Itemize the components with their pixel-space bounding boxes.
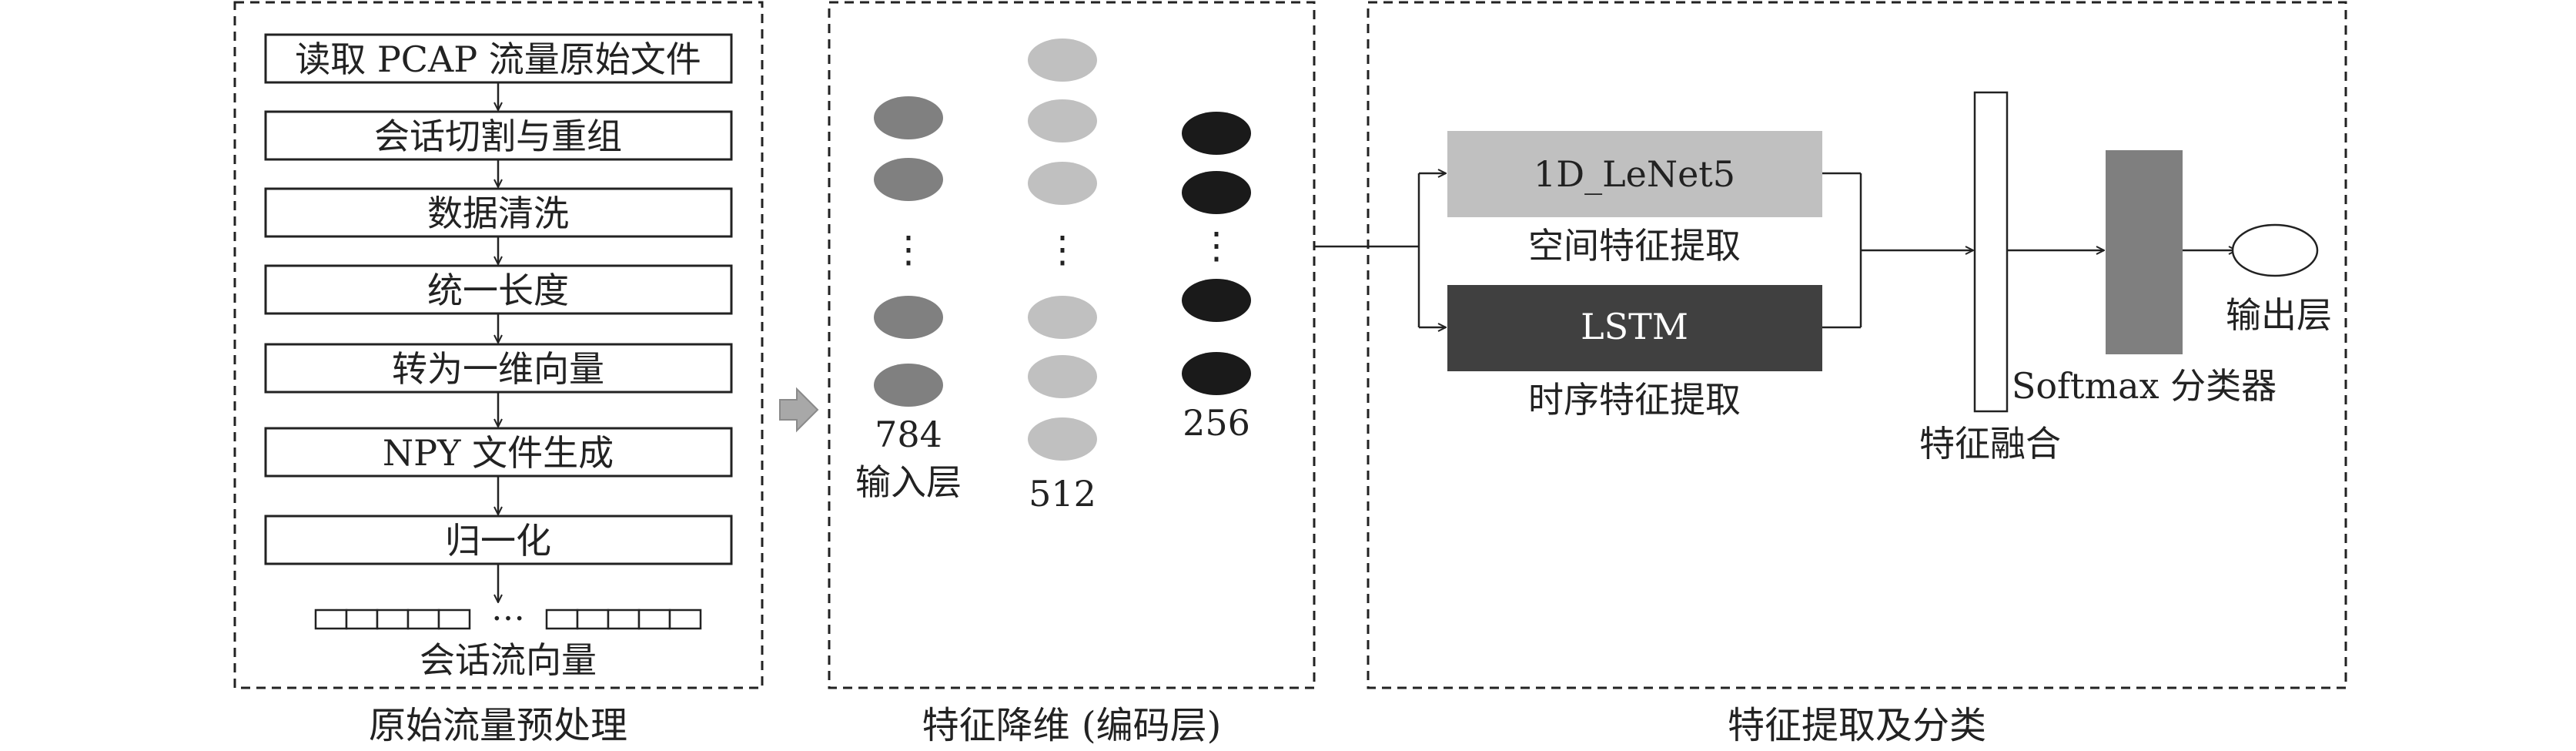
step-box-normalize <box>264 515 733 565</box>
fusion-block <box>1973 91 2009 413</box>
hidden-neuron <box>1028 39 1097 82</box>
encoder-layer-labels: 784 输入层 512 256 <box>855 402 1250 515</box>
step-data-cleaning-label: 数据清洗 <box>427 193 569 234</box>
encoder-hidden-layer <box>1028 39 1097 461</box>
lstm-label: LSTM <box>1581 306 1688 347</box>
input-layer-size: 784 <box>875 414 942 455</box>
step-read-pcap-label: 读取 PCAP 流量原始文件 <box>295 39 701 80</box>
latent-layer-size: 256 <box>1183 402 1250 444</box>
lenet-block <box>1447 131 1822 217</box>
latent-neuron <box>1182 171 1251 214</box>
hidden-neuron <box>1028 296 1097 339</box>
output-node <box>2231 223 2319 277</box>
input-neuron <box>874 296 943 339</box>
preprocessing-panel <box>233 1 764 689</box>
lenet-label: 1D_LeNet5 <box>1534 153 1735 195</box>
input-layer-name: 输入层 <box>855 461 962 503</box>
step-uniform-length-label: 统一长度 <box>427 270 569 311</box>
hidden-neuron <box>1028 162 1097 205</box>
step-box-uniform-length <box>264 264 733 315</box>
hidden-neuron <box>1028 355 1097 398</box>
softmax-block <box>2106 150 2183 354</box>
session-vector-label: 会话流向量 <box>420 639 597 681</box>
step-session-split-label: 会话切割与重组 <box>374 116 622 157</box>
encoder-caption: 特征降维 (编码层) <box>922 704 1222 747</box>
hidden-layer-dots: ⋮ <box>1044 228 1081 271</box>
step-npy-generate-label: NPY 文件生成 <box>383 432 614 474</box>
input-layer-dots: ⋮ <box>890 228 927 271</box>
latent-neuron <box>1182 279 1251 322</box>
hidden-layer-size: 512 <box>1029 473 1096 515</box>
preprocessing-caption: 原始流量预处理 <box>369 704 627 747</box>
spatial-feature-label: 空间特征提取 <box>1528 225 1741 267</box>
latent-neuron <box>1182 112 1251 155</box>
step-box-npy-generate <box>264 427 733 478</box>
classifier-caption: 特征提取及分类 <box>1728 704 1986 747</box>
step-to-vector-label: 转为一维向量 <box>392 348 604 390</box>
softmax-label: Softmax 分类器 <box>2012 365 2277 407</box>
latent-neuron <box>1182 352 1251 395</box>
classifier-connectors <box>1314 173 2236 327</box>
temporal-feature-label: 时序特征提取 <box>1528 379 1741 421</box>
step-normalize-label: 归一化 <box>445 520 551 562</box>
input-neuron <box>874 96 943 139</box>
latent-layer-dots: ⋮ <box>1198 224 1235 267</box>
session-vector-ellipsis: … <box>491 589 525 629</box>
output-label: 输出层 <box>2226 294 2332 336</box>
session-vector-cells <box>314 609 702 630</box>
hidden-neuron <box>1028 99 1097 142</box>
step-box-to-vector <box>264 343 733 394</box>
encoder-layer-ellipses: ⋮ ⋮ ⋮ <box>890 224 1235 271</box>
pipeline-arrow <box>779 387 819 433</box>
input-neuron <box>874 158 943 201</box>
hidden-neuron <box>1028 417 1097 461</box>
step-box-data-cleaning <box>264 187 733 238</box>
input-neuron <box>874 364 943 407</box>
lstm-block <box>1447 285 1822 371</box>
encoder-latent-layer <box>1182 112 1251 395</box>
encoder-input-layer <box>874 96 943 407</box>
fusion-label: 特征融合 <box>1919 423 2061 464</box>
